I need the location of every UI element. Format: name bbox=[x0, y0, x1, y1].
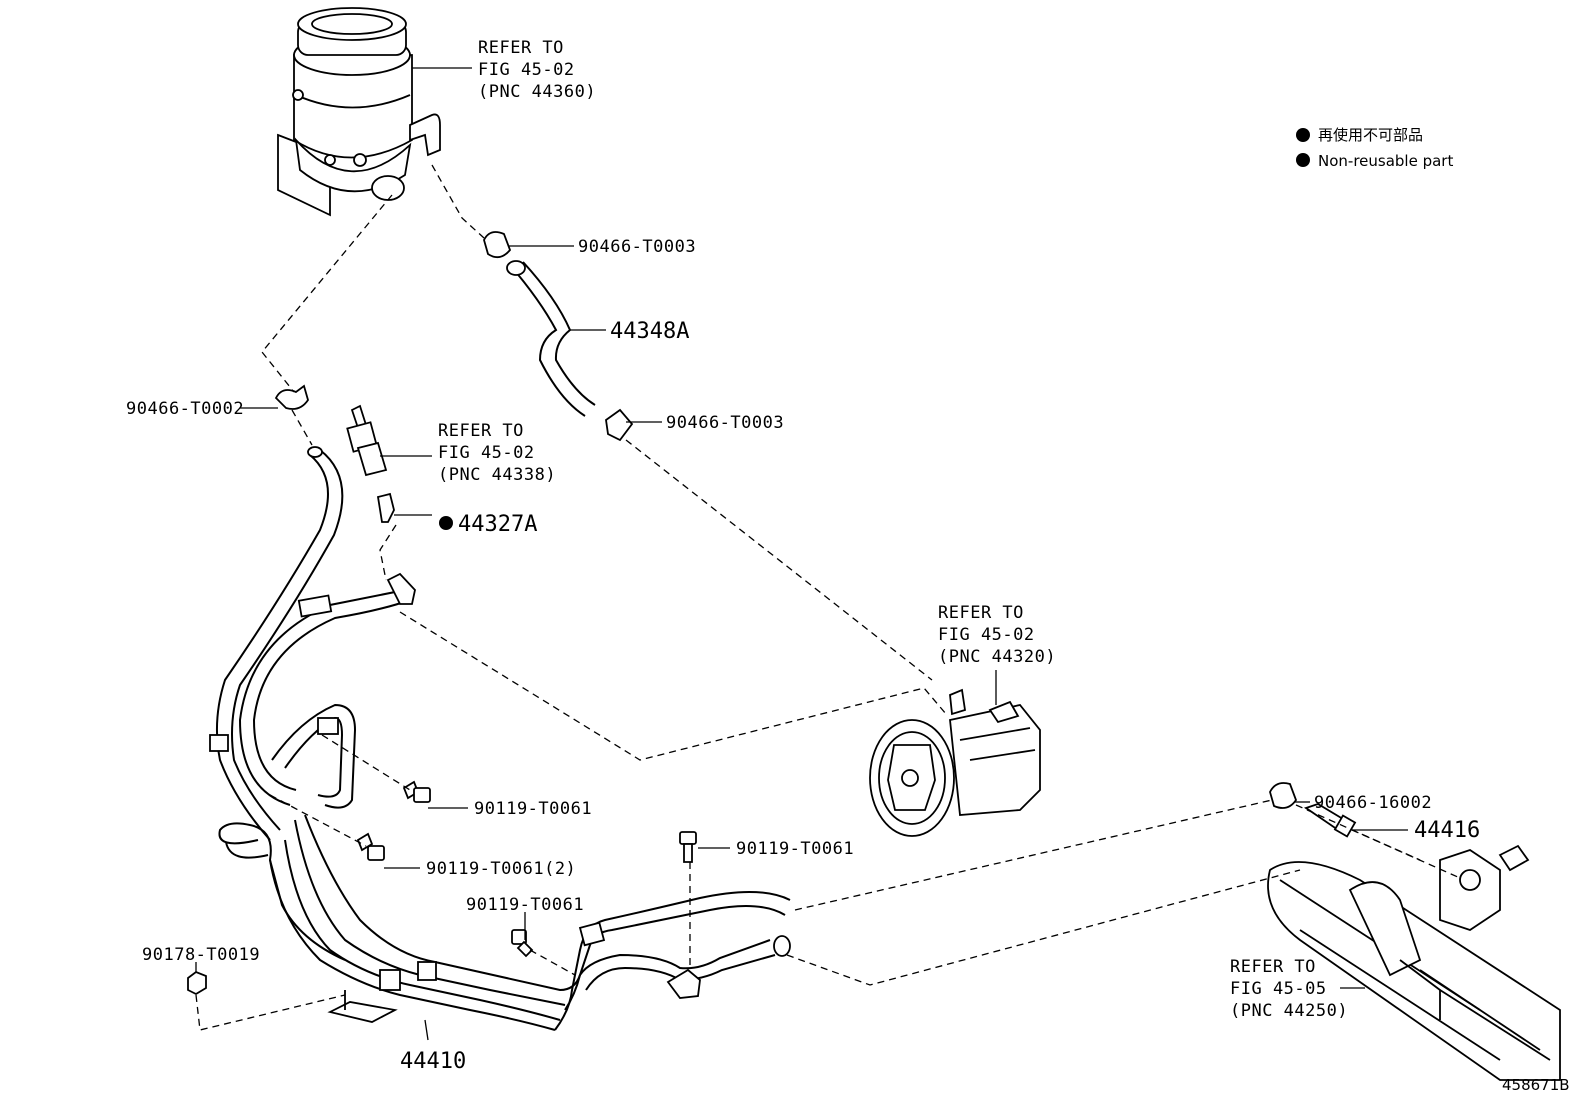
callout-switch-line1: REFER TO bbox=[438, 421, 524, 441]
callout-gear-line3: (PNC 44250) bbox=[1230, 1001, 1348, 1021]
callout-reservoir-line1: REFER TO bbox=[478, 38, 564, 58]
label-gasket: 44327A bbox=[458, 512, 537, 537]
callout-reservoir-line2: FIG 45-02 bbox=[478, 60, 575, 80]
flange-nut bbox=[187, 970, 207, 996]
callout-pump: REFER TO FIG 45-02 (PNC 44320) bbox=[938, 603, 1056, 667]
label-nut: 90178-T0019 bbox=[142, 945, 260, 965]
reservoir-tank bbox=[277, 7, 441, 217]
reference-lines bbox=[195, 164, 1461, 1031]
label-tube-assy: 44410 bbox=[400, 1049, 466, 1074]
pressure-switch bbox=[346, 404, 388, 477]
steering-gear bbox=[1267, 844, 1561, 1081]
label-clip-upper-top: 90466-T0003 bbox=[578, 237, 696, 257]
legend-dot-jp bbox=[1296, 128, 1310, 142]
non-reusable-dot bbox=[439, 516, 453, 530]
vane-pump bbox=[869, 688, 1041, 837]
gear-hose-clip bbox=[1269, 782, 1298, 809]
label-union: 44416 bbox=[1414, 818, 1480, 843]
callout-pump-line1: REFER TO bbox=[938, 603, 1024, 623]
legend-en: Non-reusable part bbox=[1318, 152, 1453, 170]
callout-switch-line2: FIG 45-02 bbox=[438, 443, 535, 463]
bolt-3 bbox=[679, 831, 697, 863]
callout-gear-line2: FIG 45-05 bbox=[1230, 979, 1327, 999]
label-bolt-4: 90119-T0061 bbox=[466, 895, 584, 915]
gasket bbox=[376, 492, 453, 530]
legend-dot-en bbox=[1296, 153, 1310, 167]
bolt-2 bbox=[356, 832, 385, 861]
label-bolt-2: 90119-T0061(2) bbox=[426, 859, 576, 879]
label-clip-upper-bottom: 90466-T0003 bbox=[666, 413, 784, 433]
label-clip-gear: 90466-16002 bbox=[1314, 793, 1432, 813]
legend: 再使用不可部品 Non-reusable part bbox=[1296, 126, 1453, 170]
callout-gear: REFER TO FIG 45-05 (PNC 44250) bbox=[1230, 957, 1348, 1021]
callout-pressure-switch: REFER TO FIG 45-02 (PNC 44338) bbox=[438, 421, 556, 485]
hose-clip-bottom bbox=[605, 408, 634, 442]
hose-clip-top bbox=[483, 231, 512, 259]
callout-pump-line2: FIG 45-02 bbox=[938, 625, 1035, 645]
figure-id: 458671B bbox=[1502, 1076, 1570, 1094]
hose-clip-left bbox=[274, 384, 309, 410]
return-hose bbox=[506, 260, 596, 417]
callout-reservoir: REFER TO FIG 45-02 (PNC 44360) bbox=[478, 38, 596, 102]
leader-lines bbox=[195, 67, 1408, 1041]
callout-gear-line1: REFER TO bbox=[1230, 957, 1316, 977]
legend-jp: 再使用不可部品 bbox=[1318, 126, 1423, 144]
callout-reservoir-line3: (PNC 44360) bbox=[478, 82, 596, 102]
label-return-hose: 44348A bbox=[610, 319, 689, 344]
callout-pump-line3: (PNC 44320) bbox=[938, 647, 1056, 667]
label-bolt-1: 90119-T0061 bbox=[474, 799, 592, 819]
callout-switch-line3: (PNC 44338) bbox=[438, 465, 556, 485]
bolt-1 bbox=[402, 780, 431, 803]
pressure-tube-assembly bbox=[209, 446, 791, 1031]
label-bolt-3: 90119-T0061 bbox=[736, 839, 854, 859]
label-clip-left: 90466-T0002 bbox=[126, 399, 244, 419]
bolt-4 bbox=[511, 929, 534, 958]
union-fitting bbox=[1303, 803, 1357, 838]
